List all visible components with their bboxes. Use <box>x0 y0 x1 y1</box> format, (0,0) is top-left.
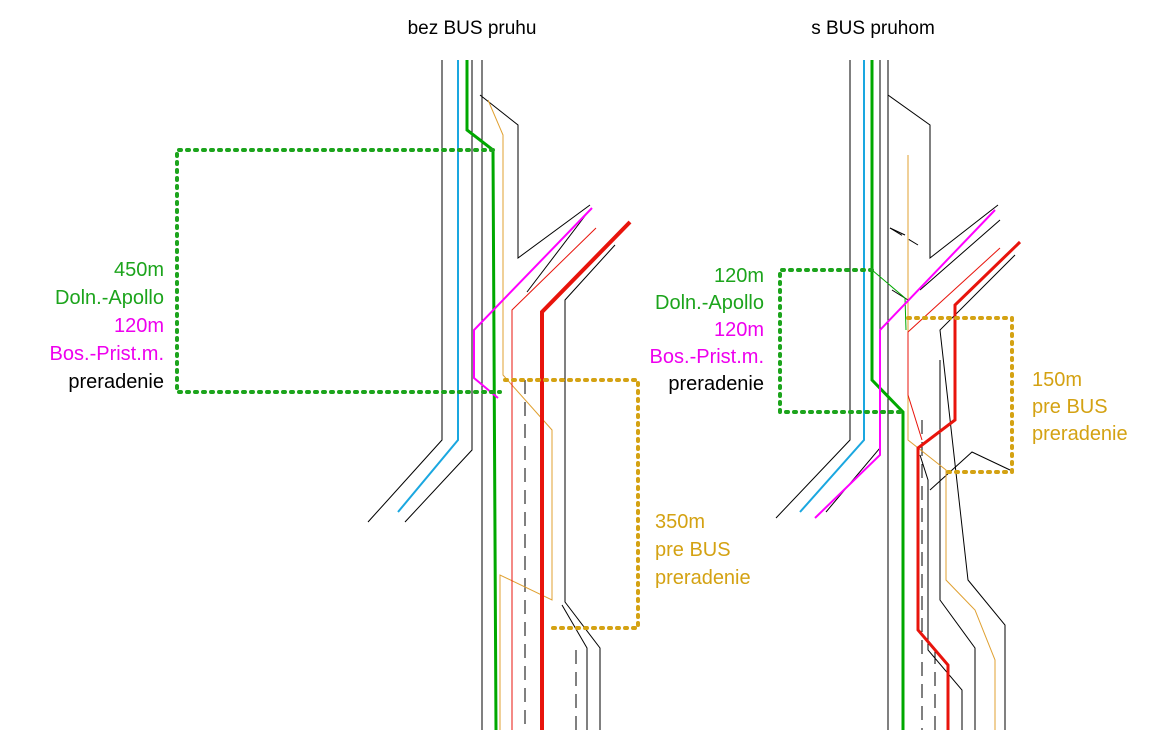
right-road-edge-slant-2 <box>929 451 1011 491</box>
right-bracket-green <box>778 268 905 414</box>
left-label-magenta-route: Bos.-Prist.m. <box>50 343 164 365</box>
right-road-edge-outer-left <box>775 60 851 519</box>
right-road-edge-inner-lower-2 <box>919 454 963 730</box>
right-road-edges <box>775 60 1016 730</box>
right-road-edge-inner-lower <box>939 360 976 730</box>
left-route-red-thin <box>511 227 597 730</box>
left-bracket-green <box>175 148 502 394</box>
left-route-orange <box>487 99 553 730</box>
right-label-green-distance: 120m <box>714 265 764 287</box>
right-route-cyan <box>799 60 865 513</box>
left-label-merge: preradenie <box>68 371 164 393</box>
right-route-green-thin <box>871 269 907 331</box>
right-route-red-thick <box>916 240 1022 730</box>
left-label-bus-line2: preradenie <box>655 567 751 589</box>
left-panel-title: bez BUS pruhu <box>408 18 537 39</box>
left-route-green <box>465 60 498 731</box>
left-label-bus-line1: pre BUS <box>655 539 731 561</box>
left-road-edge-outer-left <box>367 60 443 523</box>
left-label-green-distance: 450m <box>114 259 164 281</box>
right-panel: s BUS pruhom <box>650 18 1128 730</box>
left-label-bus-distance: 350m <box>655 511 705 533</box>
left-route-cyan <box>397 60 459 513</box>
right-route-red-thin <box>907 247 1001 441</box>
right-route-orange <box>907 155 996 730</box>
left-bracket-bus <box>503 378 640 630</box>
right-panel-title: s BUS pruhom <box>811 18 935 39</box>
left-labels: 450m Doln.-Apollo 120m Bos.-Prist.m. pre… <box>50 259 751 589</box>
left-route-red-thick <box>540 220 632 730</box>
right-label-green-route: Doln.-Apollo <box>655 292 764 314</box>
right-route-green <box>870 60 905 730</box>
right-labels: 120m Doln.-Apollo 120m Bos.-Prist.m. pre… <box>650 265 1128 445</box>
right-road-edge-right-mid <box>919 219 1001 291</box>
right-label-merge: preradenie <box>668 373 764 395</box>
right-label-bus-distance: 150m <box>1032 369 1082 391</box>
left-road-edge-right-mid <box>526 211 589 293</box>
left-panel: bez BUS pruhu 450m <box>50 18 751 731</box>
left-road-edge-inner-lower <box>561 604 588 730</box>
right-lane-dashes <box>887 165 936 730</box>
right-dash-2 <box>889 227 919 246</box>
left-label-magenta-distance: 120m <box>114 315 164 337</box>
right-route-magenta <box>814 209 996 519</box>
right-label-bus-line1: pre BUS <box>1032 396 1108 418</box>
right-road-edge-right-lower <box>939 254 1016 730</box>
left-label-green-route: Doln.-Apollo <box>55 287 164 309</box>
left-road-edge-right-lower <box>564 244 616 730</box>
right-label-magenta-route: Bos.-Prist.m. <box>650 346 764 368</box>
left-route-magenta <box>473 207 593 399</box>
right-road-edge-right-upper <box>887 94 999 260</box>
right-road-edge-slant-3 <box>891 289 909 301</box>
right-bracket-bus <box>906 316 1014 474</box>
right-label-bus-line2: preradenie <box>1032 423 1128 445</box>
left-road-edge-right-upper <box>479 94 591 259</box>
left-lane-dashes <box>481 165 577 730</box>
right-label-magenta-distance: 120m <box>714 319 764 341</box>
left-road-edge-inner-left <box>404 60 473 523</box>
